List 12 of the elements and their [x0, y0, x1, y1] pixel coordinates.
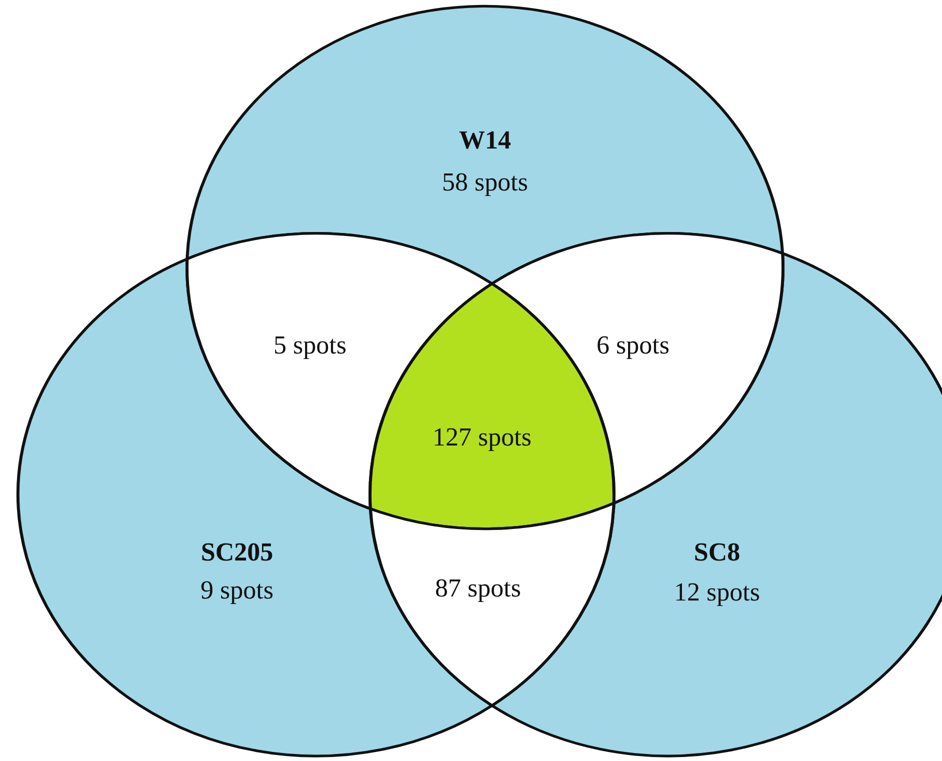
spot-count: 9 spots	[200, 576, 274, 604]
spot-count: 12 spots	[674, 578, 760, 606]
spot-count: 58 spots	[442, 168, 528, 196]
spot-count: 127 spots	[432, 422, 532, 452]
set-name: SC8	[694, 538, 740, 566]
spot-count: 5 spots	[274, 330, 346, 360]
overlap-region	[369, 502, 616, 707]
spot-count: 6 spots	[596, 330, 670, 360]
overlap-region	[369, 282, 616, 530]
spot-count: 87 spots	[435, 574, 521, 602]
set-name: W14	[459, 126, 511, 154]
set-name: SC205	[200, 538, 274, 566]
